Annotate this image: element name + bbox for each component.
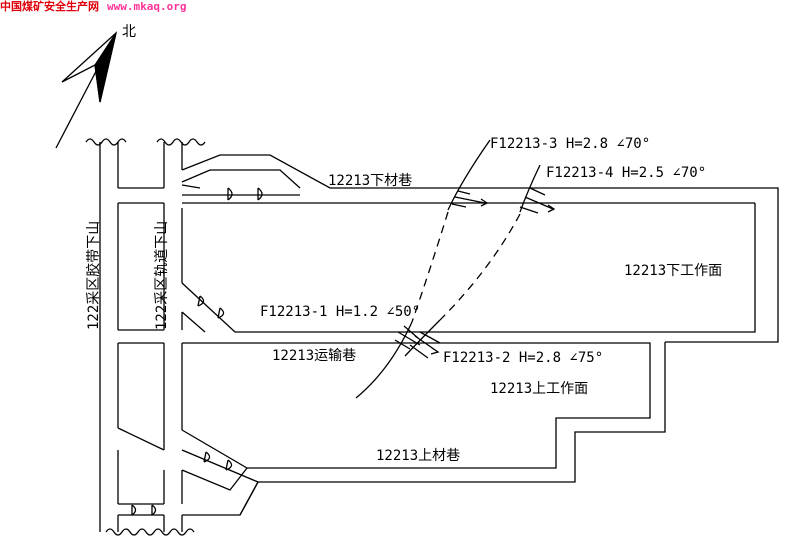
- lower-material-bypass-inner: [181, 169, 301, 189]
- door-icon: [151, 504, 157, 516]
- lower-material-bypass-lower: [181, 184, 201, 189]
- fault-f4-trace: [404, 319, 441, 357]
- transport-roadway-label: 12213运输巷: [272, 348, 356, 364]
- lower-material-upper-wall: [181, 154, 779, 343]
- door-icon: [217, 307, 225, 319]
- door-icon: [257, 187, 263, 201]
- door-icon: [197, 295, 205, 307]
- north-arrow-icon: [55, 31, 118, 149]
- watermark-site-url: www.mkaq.org: [107, 0, 187, 13]
- watermark-site-name: 中国煤矿安全生产网: [0, 0, 99, 13]
- fault-f4-hidden: [439, 213, 521, 321]
- fault-f3-label: F12213-3 H=2.8 ∠70°: [490, 136, 650, 152]
- break-mark-top: [85, 138, 206, 146]
- lower-face-label: 12213下工作面: [624, 263, 722, 279]
- north-arrow-head-fill: [94, 32, 117, 103]
- door-icon: [227, 187, 233, 201]
- fault-f1-label: F12213-1 H=1.2 ∠50°: [260, 304, 420, 320]
- upper-material-bypass: [181, 449, 259, 516]
- fault-f4: [404, 164, 556, 357]
- upper-face-label: 12213上工作面: [490, 381, 588, 397]
- break-mark-bottom: [105, 528, 195, 536]
- north-label: 北: [122, 24, 136, 40]
- track-downhill-label: 122采区轨道下山: [154, 221, 170, 330]
- air-doors: [131, 187, 263, 516]
- watermark: 中国煤矿安全生产网 www.mkaq.org: [0, 0, 186, 13]
- fault-f3-trace: [355, 321, 413, 399]
- fault-f2-label: F12213-2 H=2.8 ∠75°: [443, 350, 603, 366]
- upper-material-roadway-label: 12213上材巷: [376, 448, 460, 464]
- fault-f3-line: [447, 139, 491, 211]
- belt-downhill: [99, 142, 119, 532]
- fault-f2-ticks: [409, 331, 441, 359]
- fault-f3-ticks: [451, 190, 489, 208]
- door-icon: [131, 504, 137, 516]
- fault-f4-label: F12213-4 H=2.5 ∠70°: [546, 165, 706, 181]
- lower-material-roadway: [181, 154, 779, 343]
- lower-face-outline: [181, 203, 756, 333]
- fault-f4-line: [519, 164, 541, 213]
- belt-downhill-label: 122采区胶带下山: [85, 221, 102, 330]
- track-downhill: [163, 142, 183, 532]
- fault-f4-ticks: [519, 187, 556, 214]
- fault-f3-hidden: [411, 211, 449, 323]
- lower-material-roadway-label: 12213下材巷: [328, 173, 412, 189]
- door-icon: [225, 459, 233, 471]
- fault-f3: [355, 139, 491, 399]
- crosscut-5: [117, 427, 165, 451]
- door-icon: [203, 451, 211, 463]
- crosscuts: [117, 187, 165, 516]
